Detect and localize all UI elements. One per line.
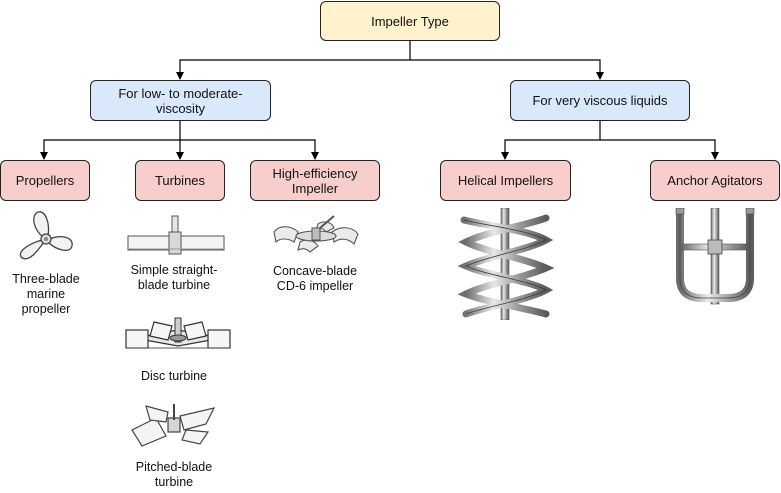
leaf-high-efficiency-impeller: High-efficiency Impeller	[250, 160, 380, 201]
leaf-turbines: Turbines	[135, 160, 225, 201]
cd6-impeller-icon	[273, 215, 359, 253]
caption-pitched-blade-turbine: Pitched-blade turbine	[135, 460, 213, 489]
category-very-viscous: For very viscous liquids	[510, 80, 690, 121]
leaf-helical-impellers: Helical Impellers	[440, 160, 571, 201]
category-low-viscosity: For low- to moderate-viscosity	[90, 80, 271, 121]
helical-ribbon-impeller-icon	[458, 208, 554, 320]
disc-turbine-icon	[125, 317, 231, 349]
three-blade-propeller-icon	[19, 211, 73, 260]
caption-disc-turbine: Disc turbine	[141, 369, 207, 383]
caption-straight-blade-turbine: Simple straight-blade turbine	[130, 263, 218, 292]
pitched-blade-turbine-icon	[131, 404, 216, 447]
straight-blade-turbine-icon	[127, 215, 225, 255]
anchor-agitator-icon	[675, 208, 755, 305]
leaf-propellers: Propellers	[0, 160, 90, 201]
caption-marine-propeller: Three-blade marine propeller	[12, 272, 80, 316]
caption-cd6-impeller: Concave-blade CD-6 impeller	[272, 264, 358, 293]
leaf-anchor-agitators: Anchor Agitators	[650, 160, 780, 201]
root-node-impeller-type: Impeller Type	[320, 1, 500, 41]
